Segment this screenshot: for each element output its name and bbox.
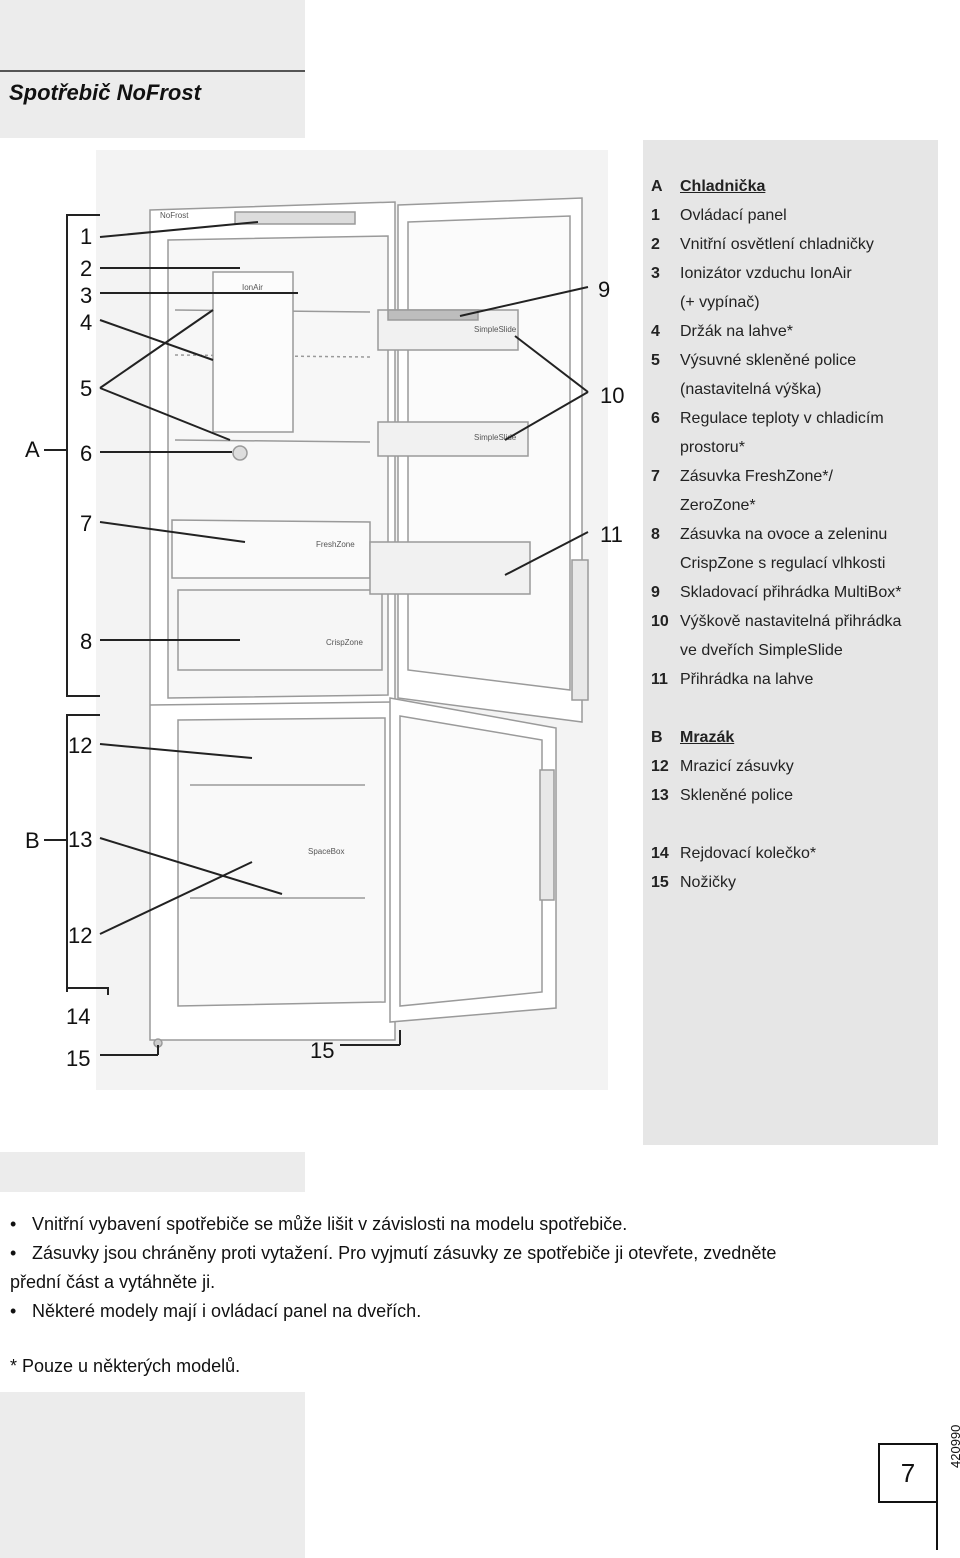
callout-2: 2 (80, 256, 92, 281)
simpleslide-label-upper: SimpleSlide (474, 325, 517, 334)
callout-1: 1 (80, 224, 92, 249)
note-item-continued: přední část a vytáhněte ji. (10, 1272, 216, 1292)
note-item: •Vnitřní vybavení spotřebiče se může liš… (10, 1214, 628, 1234)
legend-item: CrispZone s regulací vlhkosti (680, 555, 886, 572)
legend-heading-A: A Chladnička (651, 178, 766, 195)
page-number-rule (936, 1500, 938, 1550)
legend-panel (643, 140, 938, 1145)
callout-13: 13 (68, 827, 92, 852)
callout-4: 4 (80, 310, 92, 335)
note-item: •Zásuvky jsou chráněny proti vytažení. P… (10, 1243, 777, 1263)
legend-spacer (651, 694, 941, 723)
freshzone-label: FreshZone (316, 540, 355, 549)
crispzone-label: CrispZone (326, 638, 363, 647)
notes-band (0, 1152, 305, 1192)
footer-band (0, 1392, 305, 1558)
callout-15-right: 15 (310, 1038, 334, 1063)
callout-B: B (25, 828, 40, 853)
callout-3: 3 (80, 283, 92, 308)
legend-heading-B: B Mrazák (651, 729, 735, 746)
callout-9: 9 (598, 277, 610, 302)
fridge-body (149, 201, 396, 1048)
callout-12-upper: 12 (68, 733, 92, 758)
callout-5: 5 (80, 376, 92, 401)
note-item: •Některé modely mají i ovládací panel na… (10, 1301, 422, 1321)
header-band (0, 0, 305, 138)
brand-label: NoFrost (160, 211, 189, 220)
legend-item: prostoru* (680, 439, 745, 456)
bracket-lines (44, 214, 109, 995)
legend-item: ZeroZone* (680, 497, 756, 514)
callout-7: 7 (80, 511, 92, 536)
legend-spacer (651, 810, 941, 839)
page-number: 7 (878, 1443, 938, 1503)
fridge-illustration: NoFrost IonAir FreshZone CrispZone Space… (25, 197, 624, 1070)
section-title: Spotřebič NoFrost (9, 80, 201, 105)
spacebox-label: SpaceBox (308, 847, 344, 856)
callout-14: 14 (66, 1004, 90, 1029)
callout-6: 6 (80, 441, 92, 466)
callout-10: 10 (600, 383, 624, 408)
notes-list: •Vnitřní vybavení spotřebiče se může liš… (10, 1210, 950, 1326)
callout-15-left: 15 (66, 1046, 90, 1070)
ionair-label: IonAir (242, 283, 263, 292)
legend-item: (nastavitelná výška) (680, 381, 822, 398)
freezer-door (389, 697, 557, 1023)
document-code: 420990 (948, 1424, 960, 1468)
callout-8: 8 (80, 629, 92, 654)
fridge-door (369, 197, 589, 723)
footnote: * Pouze u některých modelů. (10, 1356, 241, 1376)
leader-lines (99, 221, 589, 1056)
legend-item: ve dveřích SimpleSlide (680, 642, 843, 659)
header-rule (0, 70, 305, 72)
callout-11: 11 (600, 522, 623, 547)
callout-A: A (25, 437, 40, 462)
callout-12-lower: 12 (68, 923, 92, 948)
legend-item: (+ vypínač) (680, 294, 760, 311)
simpleslide-label-lower: SimpleSlide (474, 433, 517, 442)
